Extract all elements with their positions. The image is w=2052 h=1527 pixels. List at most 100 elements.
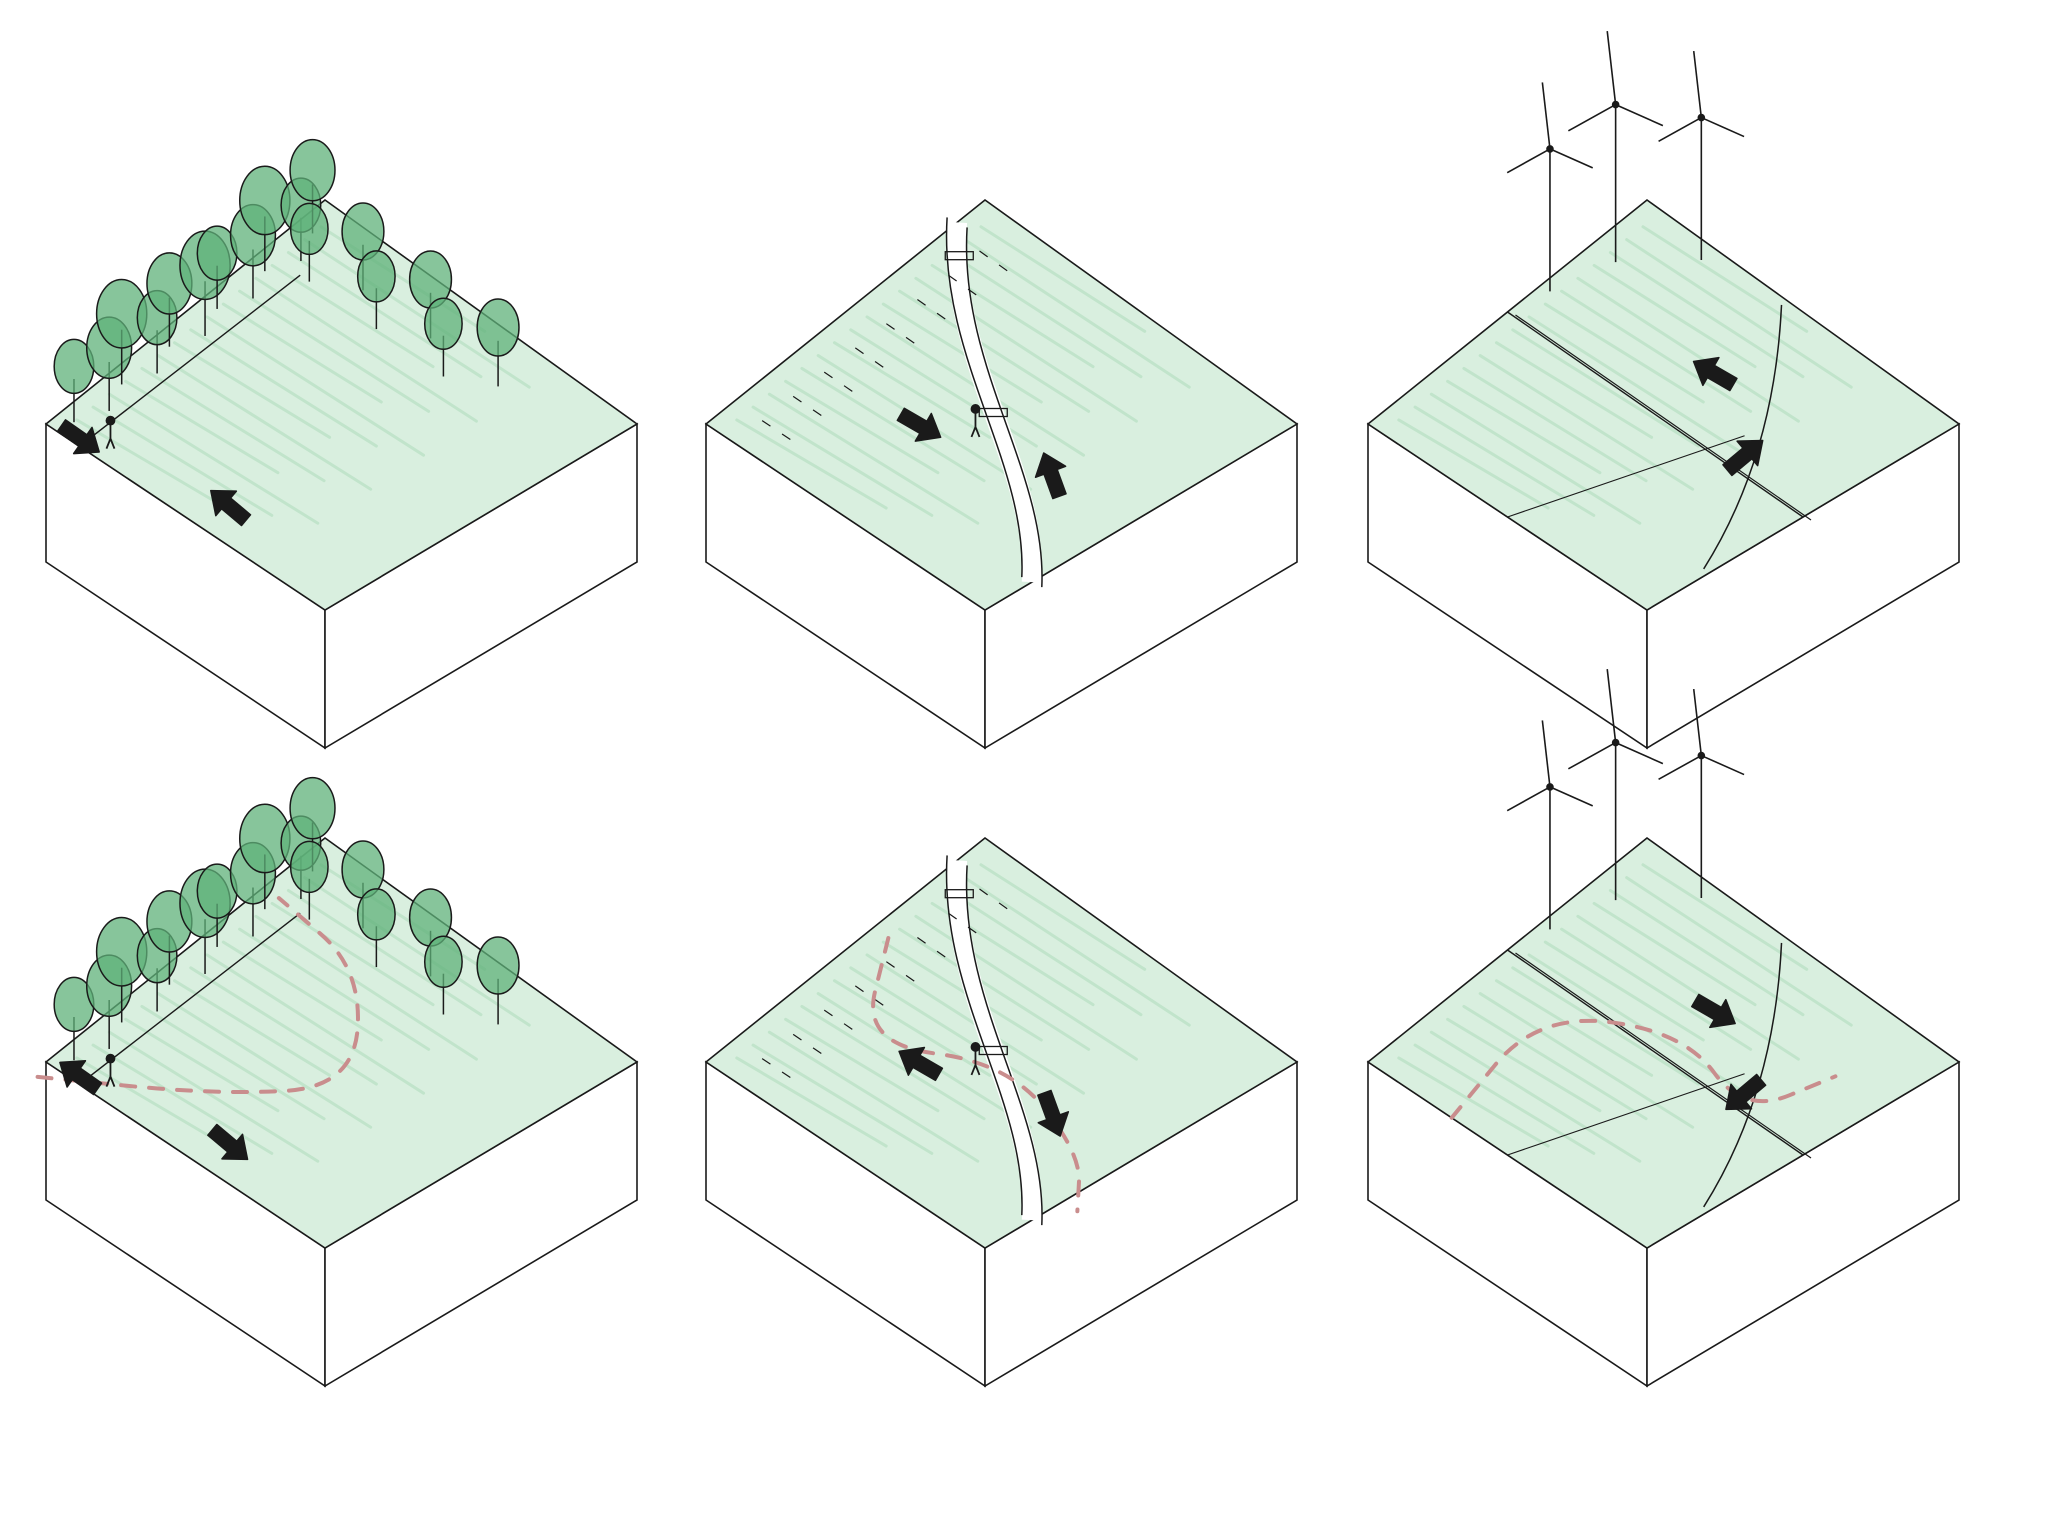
hatch-stroke xyxy=(140,1004,326,1121)
ground-surface xyxy=(1366,836,1961,1249)
hatch-stroke xyxy=(254,276,478,423)
hatch-stroke xyxy=(238,927,431,1051)
arrow-shape xyxy=(207,1123,249,1161)
walking-route xyxy=(871,936,1081,1214)
hatch-stroke xyxy=(1560,927,1753,1051)
turbine-blade xyxy=(1701,754,1745,776)
panel-windfarm-after xyxy=(1366,669,1961,1388)
wind-turbine xyxy=(1567,31,1664,263)
hatch-stroke xyxy=(156,992,373,1129)
hatch-stroke xyxy=(1429,392,1642,525)
panel-windfarm-before xyxy=(1366,31,1961,750)
tree-crown xyxy=(356,888,396,941)
hatch-stroke xyxy=(1641,863,1809,971)
tree-crown xyxy=(476,936,520,995)
turbine-blade xyxy=(1549,786,1594,807)
turbine-hub xyxy=(1697,751,1706,760)
arrow-shape xyxy=(1691,993,1736,1029)
tree xyxy=(289,202,329,282)
field-boundary xyxy=(761,1058,797,1082)
hatch-stroke xyxy=(1397,418,1550,510)
hatch-stroke xyxy=(881,302,1043,404)
turbine-blade xyxy=(1615,103,1664,127)
hatch-stroke xyxy=(91,405,274,517)
ground-surface xyxy=(44,198,639,611)
hatch-stroke xyxy=(784,379,940,475)
turbine-blade xyxy=(1506,786,1551,812)
field-boundary xyxy=(917,298,954,326)
tree-crown xyxy=(476,298,520,357)
hatch-stroke xyxy=(946,889,1143,1017)
tree xyxy=(289,138,336,234)
walking-person xyxy=(970,404,981,438)
forest-path xyxy=(79,912,301,1085)
field-boundary xyxy=(854,347,891,373)
field-boundary xyxy=(885,323,923,349)
field-boundary xyxy=(979,250,1017,278)
hatch-stroke xyxy=(1446,1017,1602,1113)
tree-crown xyxy=(289,138,336,202)
wind-turbine xyxy=(1658,50,1745,261)
tree-crown xyxy=(289,202,329,256)
field-boundary xyxy=(885,961,923,987)
ground-hatching xyxy=(75,863,531,1163)
hatch-stroke xyxy=(75,1056,228,1148)
turbine-blade xyxy=(1658,116,1702,143)
direction-arrow xyxy=(210,489,252,527)
bench xyxy=(978,1045,1008,1056)
field-boundary xyxy=(854,985,891,1011)
hatch-stroke xyxy=(107,1030,320,1163)
hatch-stroke xyxy=(767,1030,980,1163)
walking-person xyxy=(105,415,116,449)
hatch-stroke xyxy=(172,341,332,439)
turbine-blade xyxy=(1658,754,1702,781)
field-road xyxy=(1507,311,1804,518)
hatch-stroke xyxy=(751,1043,934,1155)
hatch-stroke xyxy=(881,940,1043,1042)
turbine-hub xyxy=(1611,738,1620,747)
arrow-shape xyxy=(1692,356,1738,392)
ground-hatching xyxy=(1397,863,1853,1163)
tree xyxy=(196,863,238,947)
hatch-stroke xyxy=(898,927,1091,1051)
tree-crown xyxy=(423,935,463,989)
hatch-stroke xyxy=(1462,366,1648,483)
hatch-stroke xyxy=(107,392,320,525)
wind-turbine xyxy=(1567,669,1664,901)
ground-surface xyxy=(1366,198,1961,611)
turbine-blade xyxy=(1606,31,1617,105)
field-line xyxy=(1507,1073,1745,1156)
field-boundary xyxy=(792,395,828,421)
river-bank xyxy=(945,217,1023,578)
hatch-stroke xyxy=(205,953,426,1095)
hatch-stroke xyxy=(784,1017,940,1113)
tree xyxy=(476,298,520,387)
field-boundary xyxy=(979,888,1017,916)
turbine-blade xyxy=(1606,669,1617,743)
hatch-stroke xyxy=(124,379,280,475)
direction-arrow xyxy=(1034,452,1067,500)
field-road xyxy=(1507,949,1804,1156)
hatch-stroke xyxy=(963,238,1191,389)
hatch-stroke xyxy=(303,238,531,389)
arrow-shape xyxy=(59,1060,103,1096)
panel-forest-after xyxy=(35,776,639,1388)
hatch-stroke xyxy=(1641,225,1809,333)
turbine-blade xyxy=(1567,103,1617,132)
field-road xyxy=(1515,952,1812,1159)
tree-crown xyxy=(356,250,396,303)
hatch-stroke xyxy=(221,302,383,404)
hatch-stroke xyxy=(205,315,426,457)
hatch-stroke xyxy=(1560,289,1753,413)
person-leg xyxy=(974,1064,981,1076)
wind-turbine xyxy=(1658,688,1745,899)
arrow-shape xyxy=(1725,1073,1767,1111)
field-boundary xyxy=(823,1009,860,1035)
field-line xyxy=(1507,435,1745,518)
arrow-shape xyxy=(1037,1089,1070,1137)
bench xyxy=(944,251,974,261)
turbine-hub xyxy=(1611,100,1620,109)
hatch-stroke xyxy=(1511,966,1700,1086)
